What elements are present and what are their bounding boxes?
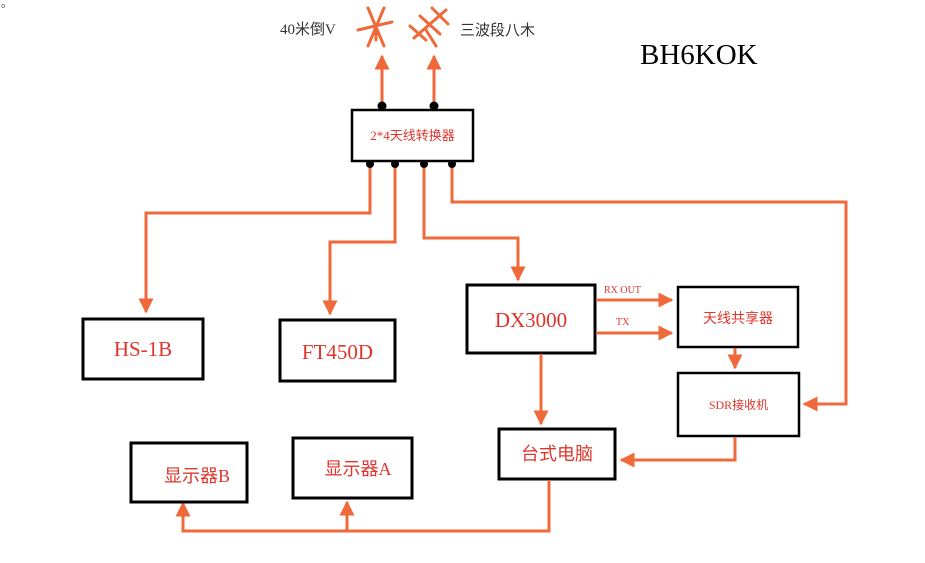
radio-hs1b-box	[81, 317, 205, 381]
link-switcher-hs1b	[138, 168, 372, 314]
radio-ft450d-box	[278, 318, 397, 383]
sdr-receiver-label: SDR接收机	[709, 397, 768, 412]
radio-hs1b-label: HS-1B	[114, 337, 172, 361]
radio-dx3000-label: DX3000	[495, 308, 567, 332]
corner-mark: o	[1, 2, 5, 10]
antenna-40m-label: 40米倒V	[280, 21, 336, 38]
link-switcher-sdr	[450, 168, 848, 412]
link-sdr-pc	[619, 437, 737, 468]
radio-ft450d-label: FT450D	[302, 340, 373, 364]
yagi-antenna-icon	[408, 6, 450, 48]
sdr-receiver-box	[676, 371, 801, 438]
link-tx-label: TX	[616, 317, 630, 328]
radio-dx3000-box	[465, 283, 597, 355]
monitor-b-label: 显示器B	[164, 466, 230, 486]
desktop-pc-label: 台式电脑	[521, 444, 593, 464]
switcher-ports	[366, 101, 456, 168]
link-switcher-dx3000	[422, 168, 526, 282]
antenna-splitter-box	[676, 285, 800, 349]
antenna-switcher-label: 2*4天线转换器	[370, 128, 455, 143]
antenna-splitter-label: 天线共享器	[703, 310, 773, 327]
antenna-yagi-label: 三波段八木	[460, 22, 535, 39]
antenna-switcher-box	[350, 108, 475, 163]
monitor-b-box	[129, 441, 249, 504]
desktop-pc-box	[497, 427, 617, 481]
monitor-a-label: 显示器A	[325, 459, 392, 479]
callsign-title: BH6KOK	[640, 39, 758, 71]
inverted-v-antenna-icon	[356, 6, 394, 48]
link-switcher-ft450d	[322, 168, 397, 316]
monitor-a-box	[291, 436, 414, 500]
link-pc-monitors	[175, 480, 551, 533]
link-rx-out-label: RX OUT	[604, 285, 641, 296]
